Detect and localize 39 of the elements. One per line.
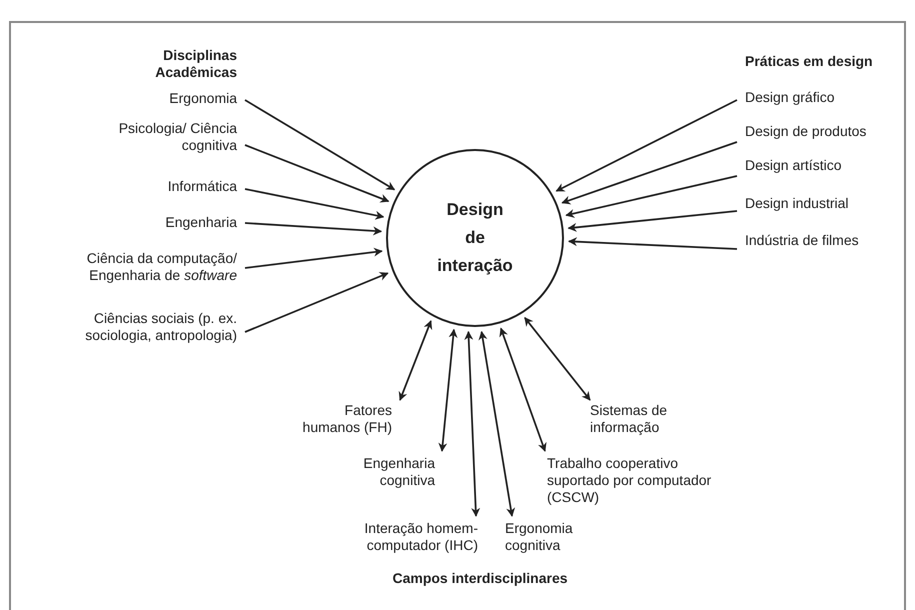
field-label: Design gráfico: [745, 89, 895, 106]
arrow: [561, 141, 738, 204]
group-heading: Campos interdisciplinares: [391, 570, 569, 587]
arrow: [556, 99, 738, 192]
arrow: [568, 237, 738, 250]
field-label: Trabalho cooperativo suportado por computador (CSCW): [547, 455, 737, 506]
field-label: Sistemas de informação: [590, 402, 700, 436]
arrow: [244, 272, 389, 333]
arrow: [244, 222, 382, 236]
field-label: Indústria de filmes: [745, 232, 895, 249]
arrow: [244, 248, 383, 269]
field-label: Design de produtos: [745, 123, 895, 140]
field-label: Engenharia: [100, 214, 237, 231]
arrow: [524, 317, 591, 401]
arrow: [244, 188, 384, 220]
field-label: Fatores humanos (FH): [300, 402, 392, 436]
field-label: Design artístico: [745, 157, 895, 174]
arrow: [244, 144, 390, 203]
field-label: Interação homem-computador (IHC): [340, 520, 478, 554]
arrow: [565, 175, 738, 218]
arrow: [499, 328, 546, 452]
arrow: [464, 330, 480, 517]
circle-title: Design de interação: [436, 199, 514, 277]
central-circle: [386, 149, 564, 327]
field-label: Ergonomia cognitiva: [505, 520, 625, 554]
field-label: Psicologia/ Ciência cognitiva: [80, 120, 237, 154]
field-label: Ciências sociais (p. ex. sociologia, antropologia): [80, 310, 237, 344]
arrow: [568, 210, 738, 232]
field-label: Ciência da computação/ Engenharia de software: [40, 250, 237, 284]
field-label: Design industrial: [745, 195, 895, 212]
arrow: [398, 320, 432, 401]
group-heading: Práticas em design: [745, 53, 874, 70]
field-label: Ergonomia: [100, 90, 237, 107]
field-label: Engenharia cognitiva: [320, 455, 435, 489]
arrow: [244, 99, 396, 190]
arrow: [438, 328, 458, 452]
group-heading: Disciplinas Acadêmicas: [154, 47, 237, 81]
field-label: Informática: [100, 178, 237, 195]
arrow: [478, 330, 516, 517]
